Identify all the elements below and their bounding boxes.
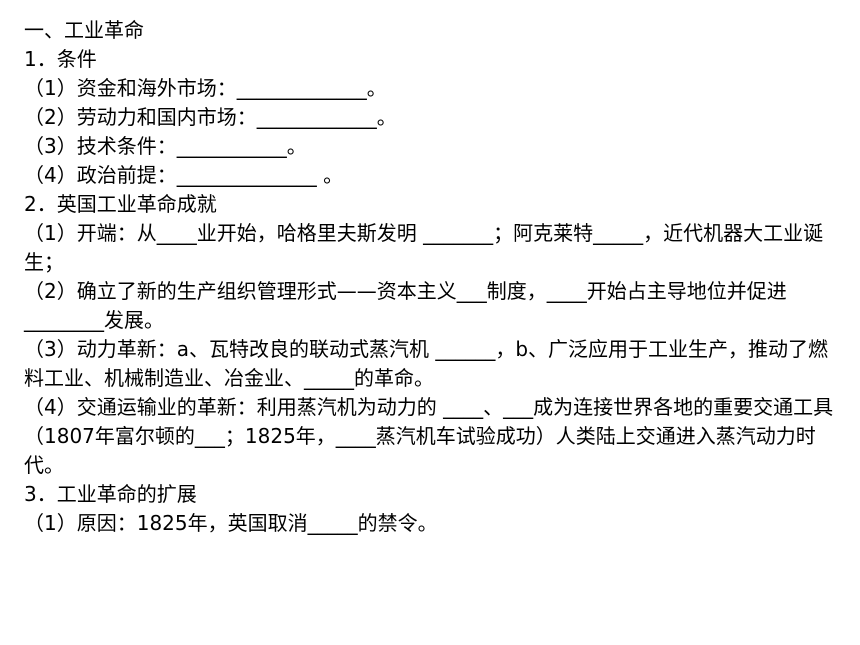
item-transport-innovation: （4）交通运输业的革新：利用蒸汽机为动力的 ____、___成为连接世界各地的重…: [24, 395, 834, 477]
item-reason: （1）原因：1825年，英国取消_____的禁令。: [24, 511, 438, 535]
item-political-premise: （4）政治前提：______________ 。: [24, 163, 344, 187]
heading-conditions: 1．条件: [24, 47, 97, 71]
item-technical-conditions: （3）技术条件：___________。: [24, 134, 307, 158]
item-labor-domestic-market: （2）劳动力和国内市场：____________。: [24, 105, 397, 129]
heading-expansion: 3．工业革命的扩展: [24, 482, 197, 506]
heading-achievements: 2．英国工业革命成就: [24, 192, 217, 216]
item-capital-overseas-market: （1）资金和海外市场：_____________。: [24, 76, 387, 100]
item-factory-system: （2）确立了新的生产组织管理形式——资本主义___制度，____开始占主导地位并…: [24, 279, 787, 332]
section-title-industrial-revolution: 一、工业革命: [24, 18, 144, 42]
slide-content: 一、工业革命 1．条件 （1）资金和海外市场：_____________。 （2…: [24, 16, 834, 538]
item-beginning: （1）开端：从____业开始，哈格里夫斯发明 _______；阿克莱特_____…: [24, 221, 824, 274]
item-power-innovation: （3）动力革新：a、瓦特改良的联动式蒸汽机 ______，b、广泛应用于工业生产…: [24, 337, 829, 390]
